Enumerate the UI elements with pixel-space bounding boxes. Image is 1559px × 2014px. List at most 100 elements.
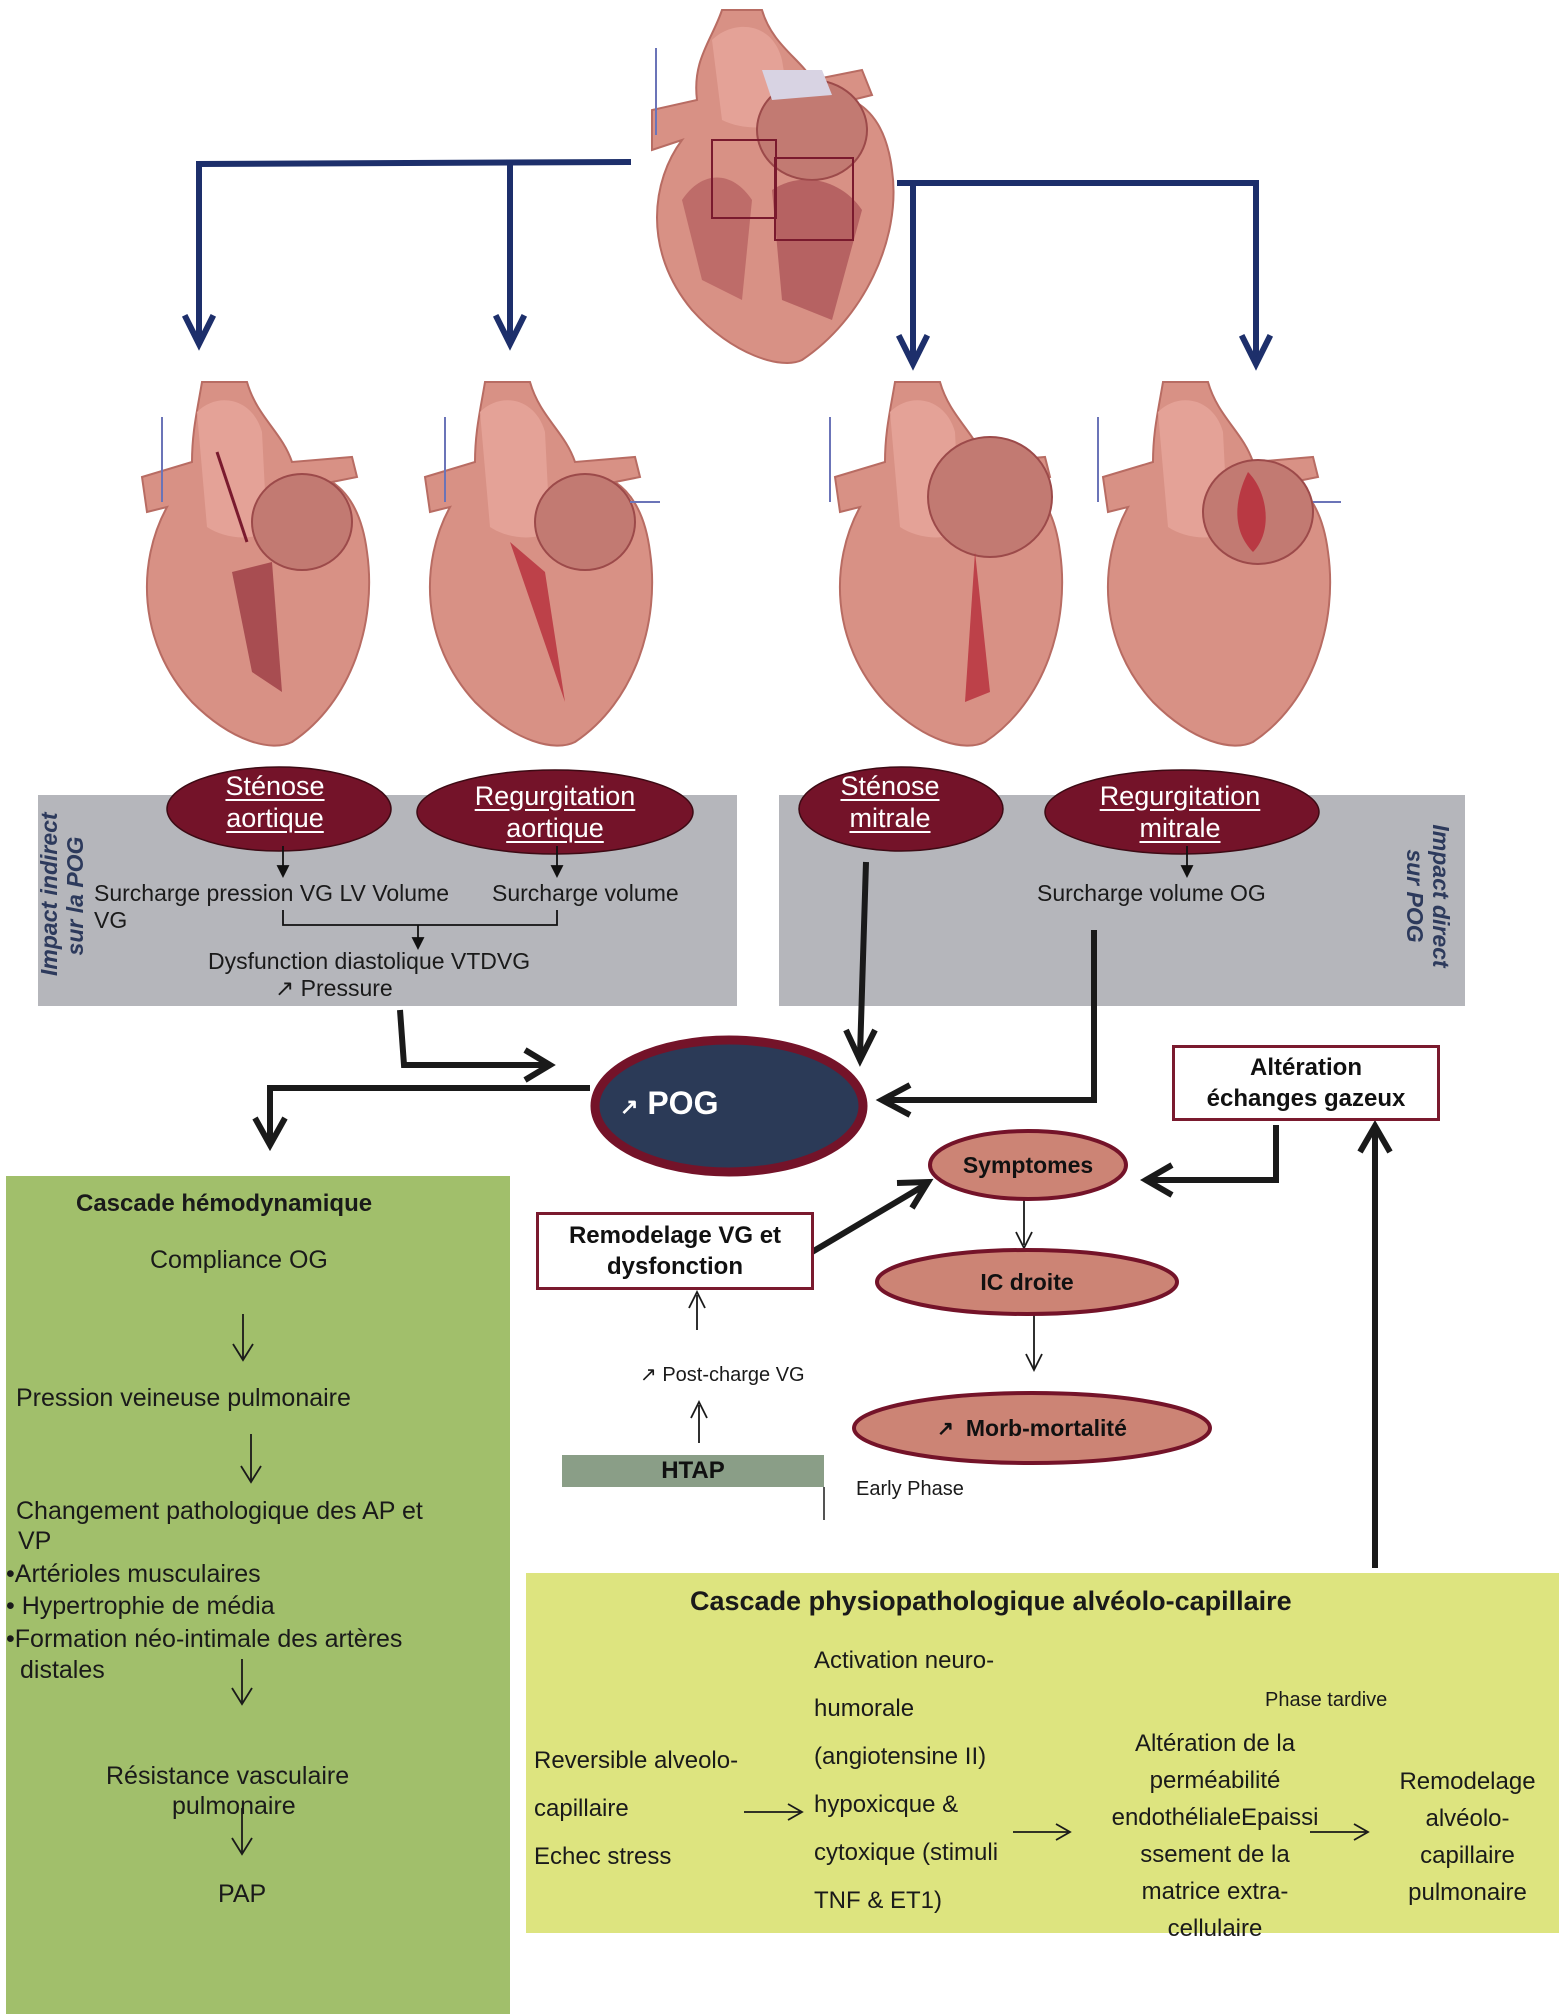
pap-text: PAP (218, 1880, 267, 1908)
arrow-pog-to-cascade (267, 1085, 590, 1140)
arrowhead (843, 1028, 878, 1067)
col2-line: (angiotensine II) (814, 1743, 987, 1770)
bullet-item: •Artérioles musculaires (6, 1560, 261, 1588)
arrowhead (1139, 1162, 1174, 1198)
pressure-text: ↗ Pressure (275, 975, 393, 1002)
reversible-column: Reversible alveolo- capillaire Echec str… (534, 1737, 738, 1881)
left-panel-thin-arrows (276, 846, 1194, 951)
pathologic-change-text: Changement pathologique des AP et (16, 1497, 423, 1525)
symptomes-label: Symptomes (962, 1151, 1094, 1178)
volume-overload-text: Surcharge volume (492, 880, 679, 906)
bullet-text: Artérioles musculaires (14, 1560, 261, 1588)
gas-exchange-alteration-box: Altération échanges gazeux (1172, 1045, 1440, 1121)
bullet-item: • Hypertrophie de média (6, 1592, 275, 1620)
remodeling-column: Remodelage alvéolo- capillaire pulmonair… (1385, 1763, 1550, 1911)
permeability-column: Altération de la perméabilité endothélia… (1080, 1725, 1350, 1947)
aortic-regurgitation-line1: Regurgitation (474, 781, 636, 811)
htap-bar: HTAP (562, 1455, 824, 1487)
bullet-item: •Formation néo-intimale des artères (6, 1625, 403, 1653)
vg-text: VG (94, 907, 128, 933)
increase-arrow-icon: ↗ (275, 975, 295, 1001)
mitral-stenosis-oval (798, 766, 1004, 852)
diastolic-dysfunction-text: Dysfunction diastolique VTDVG (208, 948, 531, 974)
col3-line: matrice extra- (1141, 1878, 1289, 1905)
pulmonary-venous-pressure-text: Pression veineuse pulmonaire (16, 1384, 351, 1412)
aortic-stenosis-label: Sténose aortique (200, 770, 350, 834)
col1-line: Reversible alveolo- (534, 1747, 739, 1774)
aortic-regurgitation-oval (416, 769, 694, 855)
col2-line: hypoxicque & (814, 1791, 959, 1818)
arrowhead (875, 1082, 912, 1118)
mitral-regurgitation-label: Regurgitation mitrale (1080, 780, 1280, 844)
col4-line: alvéolo- (1425, 1805, 1510, 1832)
pog-label: ↗ POG (620, 1085, 718, 1122)
vascular-resistance-text-cont: pulmonaire (172, 1792, 296, 1820)
pathologic-change-text-cont: VP (18, 1527, 52, 1555)
mitral-stenosis-line1: Sténose (840, 771, 940, 801)
og-volume-overload-text: Surcharge volume OG (1037, 880, 1266, 906)
post-charge-label: Post-charge VG (662, 1364, 805, 1386)
increase-arrow-icon: ↗ (640, 1364, 657, 1386)
morb-mortalite-label: ↗ Morb-mortalité (854, 1410, 1210, 1446)
mitral-regurgitation-heart-illustration (1097, 381, 1341, 747)
col3-line: perméabilité (1149, 1767, 1281, 1794)
increase-arrow-icon: ↗ (937, 1417, 954, 1440)
aortic-stenosis-heart-illustration (140, 381, 371, 747)
remodelage-line2: dysfonction (607, 1253, 743, 1280)
col1-line: Echec stress (534, 1843, 672, 1870)
bullet-continuation: distales (20, 1656, 105, 1684)
vascular-resistance-text: Résistance vasculaire (106, 1762, 350, 1790)
arrowhead (252, 1116, 288, 1152)
morb-mortalite-text: Morb-mortalité (965, 1414, 1127, 1441)
ic-droite-label: IC droite (980, 1268, 1074, 1295)
hemodynamic-cascade-title: Cascade hémodynamique (76, 1190, 373, 1217)
col3-line: endothélialeEpaissi (1111, 1804, 1319, 1831)
aortic-stenosis-oval (166, 766, 392, 852)
early-phase-text: Early Phase (856, 1478, 964, 1500)
mitral-stenosis-line2: mitrale (849, 803, 931, 833)
alteration-line1: Altération (1249, 1054, 1362, 1081)
pressure-overload-text: Surcharge pression VG LV Volume (94, 880, 449, 906)
arrowhead (896, 1178, 934, 1210)
arrowhead (1357, 1119, 1393, 1154)
col3-line: ssement de la (1140, 1841, 1290, 1868)
pressure-label: Pressure (300, 975, 393, 1001)
arrow-left-panel-to-pog (397, 1009, 548, 1068)
mitral-regurgitation-line2: mitrale (1139, 813, 1221, 843)
aortic-stenosis-line1: Sténose (225, 771, 325, 801)
pog-oval (590, 1035, 868, 1177)
alveolo-capillary-cascade-panel (526, 1573, 1559, 1933)
col2-line: Activation neuro- (814, 1647, 995, 1674)
col4-line: Remodelage (1399, 1768, 1536, 1795)
neurohumoral-column: Activation neuro- humorale (angiotensine… (814, 1637, 998, 1925)
aortic-regurgitation-line2: aortique (506, 813, 604, 843)
ic-droite-oval (875, 1248, 1179, 1316)
arrow-remodelage-to-symptomes (810, 1182, 927, 1255)
blue-connector-left (181, 158, 632, 351)
bullet-text: Hypertrophie de média (14, 1592, 275, 1620)
alteration-line2: échanges gazeux (1206, 1085, 1406, 1112)
arrow-mitral-stenosis-to-pog (857, 861, 869, 1056)
phase-tardive-text: Phase tardive (1265, 1689, 1388, 1711)
mitral-regurgitation-line1: Regurgitation (1099, 781, 1261, 811)
post-charge-text: ↗ Post-charge VG (640, 1362, 805, 1387)
col2-line: cytoxique (stimuli (814, 1839, 999, 1866)
increase-arrow-icon: ↗ (620, 1094, 639, 1119)
alveolo-capillary-cascade-title: Cascade physiopathologique alvéolo-capil… (690, 1586, 1292, 1616)
arrowhead (523, 1047, 556, 1083)
morb-mortalite-oval (852, 1391, 1212, 1465)
col1-line: capillaire (534, 1795, 629, 1822)
normal-heart-illustration (651, 9, 895, 364)
col4-line: pulmonaire (1408, 1879, 1527, 1906)
col2-line: TNF & ET1) (814, 1887, 943, 1914)
col4-line: capillaire (1420, 1842, 1515, 1869)
aortic-regurgitation-label: Regurgitation aortique (455, 780, 655, 844)
col3-line: Altération de la (1134, 1730, 1296, 1757)
compliance-og-text: Compliance OG (150, 1246, 328, 1274)
lv-remodeling-box: Remodelage VG et dysfonction (536, 1212, 814, 1290)
